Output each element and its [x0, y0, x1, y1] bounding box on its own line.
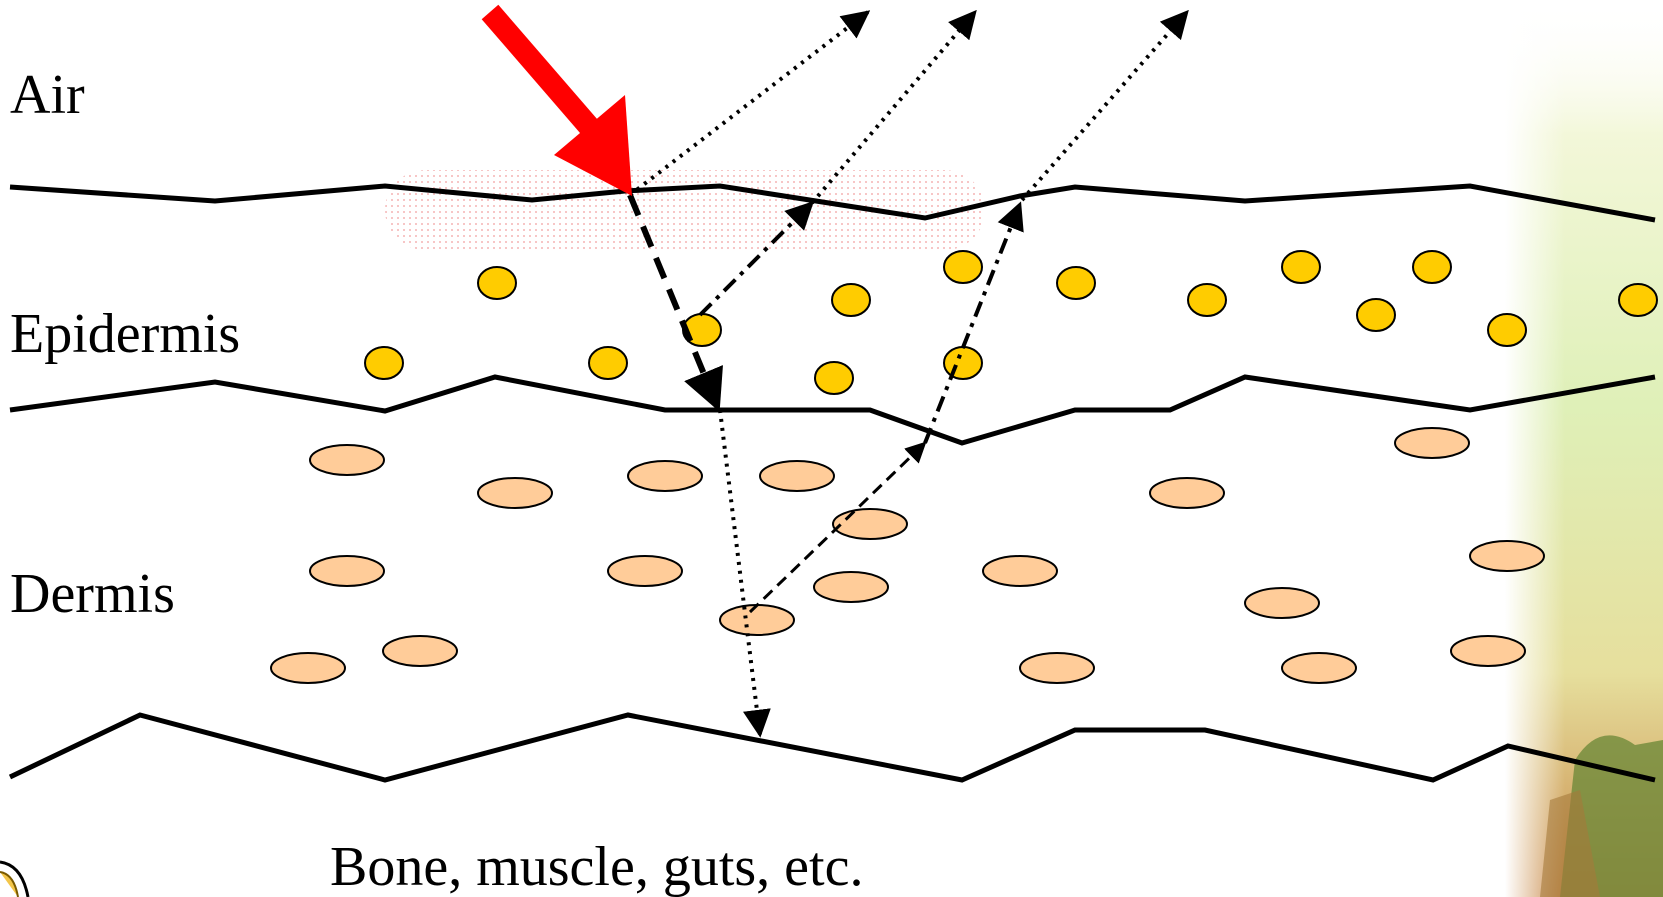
- underlying-tissue-label: Bone, muscle, guts, etc.: [330, 836, 863, 897]
- epidermis-cell: [1188, 284, 1226, 316]
- dermis-cell: [1245, 588, 1319, 618]
- dermis-cell: [310, 556, 384, 586]
- epidermis-cell: [815, 362, 853, 394]
- dermis-cell: [983, 556, 1057, 586]
- epidermis-label: Epidermis: [10, 303, 240, 365]
- epidermis-cell: [1488, 314, 1526, 346]
- air-label: Air: [10, 64, 85, 126]
- dermis-cell: [1451, 636, 1525, 666]
- dermis-cell: [814, 572, 888, 602]
- dermis-cells: [271, 428, 1544, 683]
- epidermis-cell: [1282, 251, 1320, 283]
- dermis-cell: [1282, 653, 1356, 683]
- dermis-cell: [1395, 428, 1469, 458]
- dermis-cell: [833, 509, 907, 539]
- dermis-cell: [478, 478, 552, 508]
- surface-reflection-ray: [630, 12, 868, 195]
- dermis-cell: [271, 653, 345, 683]
- dermis-cell: [1150, 478, 1224, 508]
- dermis-cell: [1470, 541, 1544, 571]
- epidermis-cell: [1357, 299, 1395, 331]
- dermis-cell: [310, 445, 384, 475]
- epidermis-cell: [478, 267, 516, 299]
- epidermis-cell: [944, 251, 982, 283]
- dermis-cell: [720, 605, 794, 635]
- dermis-cell: [628, 461, 702, 491]
- dermis-cell: [760, 461, 834, 491]
- dermis-cell: [383, 636, 457, 666]
- epidermis-cell: [944, 347, 982, 379]
- red-arrow-icon: [490, 12, 632, 196]
- epidermis-cell: [1057, 267, 1095, 299]
- dermis-cell: [608, 556, 682, 586]
- epidermis-cell: [832, 284, 870, 316]
- epidermis-cell: [1619, 284, 1657, 316]
- dermis-bottom-boundary: [10, 715, 1655, 780]
- dermis-cell: [1020, 653, 1094, 683]
- scatter-highlight: [385, 170, 985, 250]
- remitted-ray: [1022, 12, 1187, 200]
- epidermis-cells: [365, 251, 1657, 394]
- epidermis-cell: [589, 347, 627, 379]
- logo-icon: [0, 862, 28, 897]
- epidermis-cell: [365, 347, 403, 379]
- epidermis-cell: [1413, 251, 1451, 283]
- dermis-label: Dermis: [10, 563, 175, 625]
- dermis-transmitted-ray: [720, 410, 760, 735]
- light-paths: [630, 12, 1187, 735]
